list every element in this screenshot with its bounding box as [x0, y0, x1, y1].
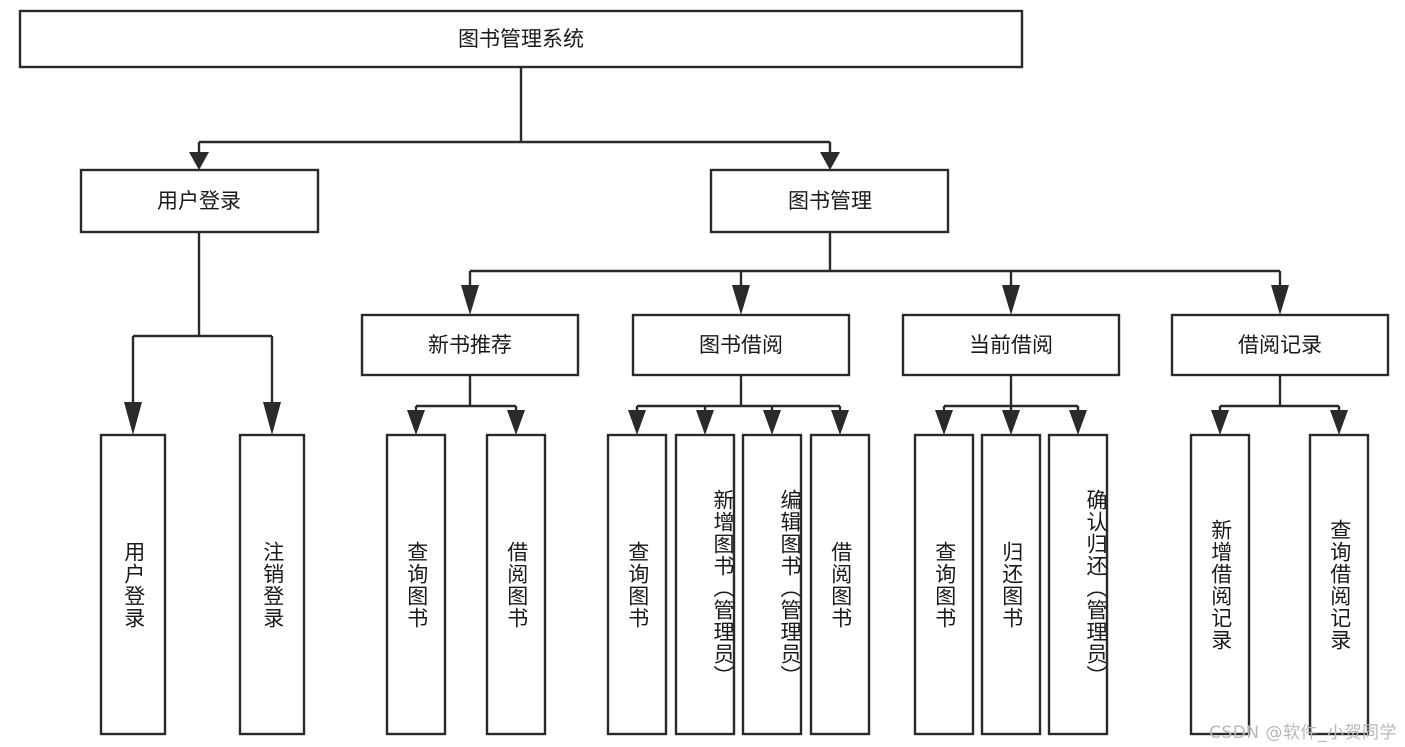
arrowhead-leaf-add-book [696, 410, 714, 435]
node-user-login-box[interactable] [79, 168, 320, 234]
arrowhead-leaf-borrow-book-1 [507, 410, 525, 435]
arrowhead-book-management [820, 152, 840, 170]
node-borrow-record-label: 借阅记录 [1238, 333, 1322, 357]
node-root-box[interactable] [18, 9, 1024, 69]
node-leaf-query-borrow-record-box[interactable] [1308, 433, 1370, 736]
node-leaf-edit-book-box[interactable] [741, 433, 803, 736]
node-leaf-borrow-book-2-box[interactable] [809, 433, 871, 736]
node-leaf-add-book-box[interactable] [674, 433, 736, 736]
arrowhead-leaf-query-book-1 [407, 410, 425, 435]
arrowhead-leaf-query-book-3 [935, 410, 953, 435]
node-new-book-recommend-label: 新书推荐 [428, 333, 512, 357]
node-book-borrow-box[interactable] [631, 313, 851, 377]
arrowhead-current-borrow [1002, 285, 1020, 315]
arrowhead-leaf-user-logout [263, 402, 281, 435]
node-leaf-user-logout-box[interactable] [238, 433, 306, 736]
node-book-management-box[interactable] [709, 168, 950, 234]
node-leaf-query-book-3-box[interactable] [913, 433, 975, 736]
node-book-borrow-label: 图书借阅 [699, 333, 783, 357]
arrowhead-user-login [189, 152, 209, 170]
node-leaf-return-book-box[interactable] [980, 433, 1042, 736]
node-current-borrow-box[interactable] [901, 313, 1121, 377]
node-leaf-borrow-book-1-box[interactable] [485, 433, 547, 736]
connector-layer [124, 67, 1348, 435]
arrowhead-leaf-add-borrow-record [1211, 410, 1229, 435]
csdn-watermark: CSDN @软件_小贺同学 [1209, 723, 1397, 743]
arrowhead-leaf-edit-book [763, 410, 781, 435]
arrowhead-borrow-record [1271, 285, 1289, 315]
node-leaf-add-borrow-record-box[interactable] [1189, 433, 1251, 736]
node-leaf-query-book-1-box[interactable] [385, 433, 447, 736]
node-current-borrow-label: 当前借阅 [969, 333, 1053, 357]
node-layer: 图书管理系统 用户登录 图书管理 新书推荐 图书借阅 当前借阅 借阅记录 [18, 9, 1390, 736]
arrowhead-leaf-user-login [124, 402, 142, 435]
arrowhead-leaf-return-book [1002, 410, 1020, 435]
arrowhead-leaf-confirm-return [1069, 410, 1087, 435]
arrowhead-leaf-query-book-2 [628, 410, 646, 435]
node-user-login-label: 用户登录 [157, 189, 241, 213]
node-book-management-label: 图书管理 [788, 189, 872, 213]
arrowhead-book-borrow [732, 285, 750, 315]
node-leaf-user-login-box[interactable] [99, 433, 167, 736]
node-borrow-record-box[interactable] [1170, 313, 1390, 377]
node-leaf-confirm-return-box[interactable] [1047, 433, 1109, 736]
arrowhead-leaf-query-borrow-record [1330, 410, 1348, 435]
node-leaf-query-book-2-box[interactable] [606, 433, 668, 736]
node-new-book-recommend-box[interactable] [360, 313, 580, 377]
arrowhead-leaf-borrow-book-2 [831, 410, 849, 435]
arrowhead-new-book-recommend [461, 285, 479, 315]
node-root-label: 图书管理系统 [458, 27, 584, 51]
